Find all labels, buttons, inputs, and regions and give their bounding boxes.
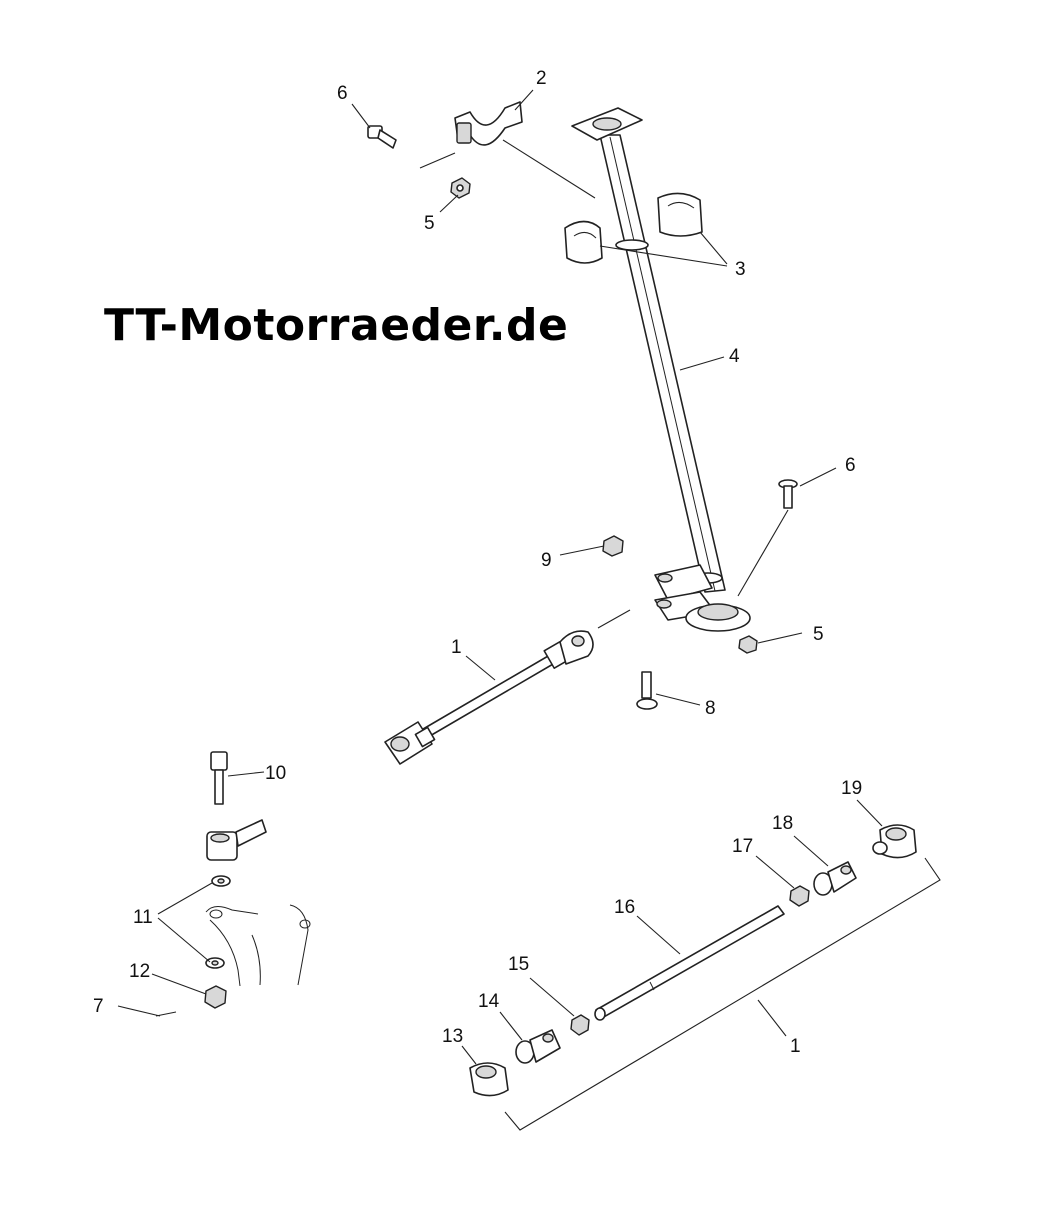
callout-1-upper: 1 <box>451 637 462 658</box>
tie-rod-end-19 <box>872 824 917 859</box>
nut-5-upper <box>450 177 471 199</box>
callout-6-top: 6 <box>337 83 348 104</box>
leader-lines <box>117 89 941 1131</box>
callout-3: 3 <box>735 259 746 280</box>
nut-12 <box>204 985 227 1009</box>
callout-19: 19 <box>841 778 862 799</box>
callout-4: 4 <box>729 346 740 367</box>
callout-8: 8 <box>705 698 716 719</box>
column-bushings <box>564 192 703 264</box>
callout-12: 12 <box>129 961 150 982</box>
ball-joint-14 <box>515 1029 561 1064</box>
spindle-arm-sketch <box>205 904 311 987</box>
tie-rod-end-left <box>206 819 267 861</box>
tie-rod-assembled <box>384 630 594 765</box>
tie-rod-end-13 <box>469 1062 509 1097</box>
callout-18: 18 <box>772 813 793 834</box>
callout-1-lower: 1 <box>790 1036 801 1057</box>
callout-11: 11 <box>133 907 153 928</box>
callout-14: 14 <box>478 991 500 1012</box>
callout-2: 2 <box>536 68 547 89</box>
steering-column-shaft <box>571 107 726 593</box>
column-clamp-bracket <box>454 101 523 146</box>
bolt-6-lower <box>778 479 798 509</box>
jam-nut-15 <box>570 1014 590 1036</box>
callout-10: 10 <box>265 763 286 784</box>
nut-5-lower <box>738 635 758 654</box>
bolt-6-upper <box>367 125 397 149</box>
washer-11 <box>205 875 231 969</box>
callout-16: 16 <box>614 897 635 918</box>
callout-5-mid: 5 <box>813 624 824 645</box>
callout-9: 9 <box>541 550 552 571</box>
brand-watermark: TT-Motorraeder.de <box>104 300 569 351</box>
steering-arm-bracket <box>654 564 751 632</box>
callout-13: 13 <box>442 1026 463 1047</box>
tie-rod-shaft-16 <box>594 905 785 1021</box>
callout-7: 7 <box>93 996 104 1017</box>
callout-6-mid: 6 <box>845 455 856 476</box>
callout-numbers: 2 6 5 3 4 6 9 5 1 8 10 19 18 17 16 11 15… <box>93 68 862 1057</box>
bolt-8 <box>636 671 658 710</box>
callout-5-top: 5 <box>424 213 435 234</box>
ball-joint-18 <box>813 861 857 896</box>
nut-9 <box>602 535 624 557</box>
callout-15: 15 <box>508 954 529 975</box>
bolt-10 <box>210 751 228 805</box>
jam-nut-17 <box>789 885 810 907</box>
callout-17: 17 <box>732 836 753 857</box>
